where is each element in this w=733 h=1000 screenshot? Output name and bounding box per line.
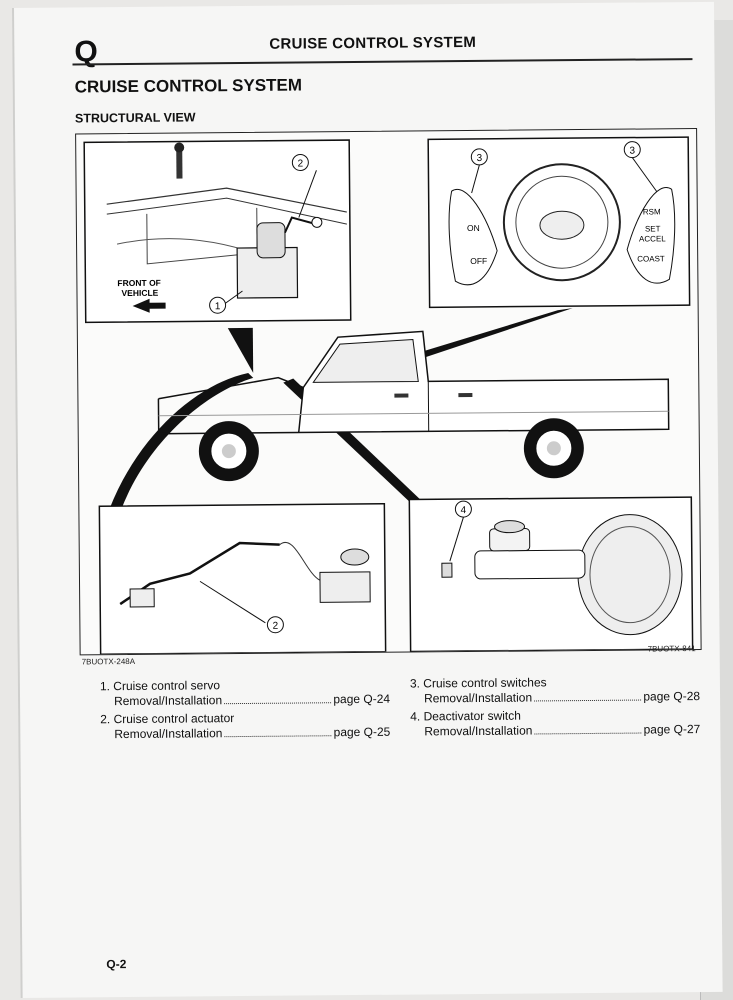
switch-inset: ON OFF RSM SET ACCEL COAST 3 3 [427, 136, 691, 309]
section-title: CRUISE CONTROL SYSTEM [74, 75, 303, 97]
svg-text:ACCEL: ACCEL [639, 234, 666, 243]
servo-inset: 2 1 FRONT OF VEHICLE [83, 139, 352, 324]
figure-code-left: 7BUOTX-248A [81, 656, 136, 667]
pickup-truck [157, 330, 670, 482]
svg-text:4: 4 [461, 505, 467, 516]
deactivator-inset: 4 [408, 496, 694, 653]
list-item: 3. Cruise control switches Removal/Insta… [409, 675, 701, 706]
list-item: 4. Deactivator switch Removal/Installati… [410, 708, 701, 739]
svg-text:2: 2 [298, 158, 304, 169]
list-item: 2. Cruise control actuator Removal/Insta… [100, 711, 391, 742]
svg-text:OFF: OFF [470, 256, 487, 266]
svg-text:ON: ON [467, 223, 480, 233]
structural-view-figure: 2 1 FRONT OF VEHICLE ON OFF RSM SET [75, 128, 702, 656]
actuator-pointer [109, 372, 254, 510]
page-number: Q-2 [106, 957, 127, 972]
svg-text:2: 2 [273, 621, 279, 632]
component-list: 1. Cruise control servo Removal/Installa… [100, 674, 710, 741]
svg-text:3: 3 [477, 153, 483, 164]
servo-pointer [227, 327, 254, 373]
structural-illustration: 2 1 FRONT OF VEHICLE ON OFF RSM SET [83, 136, 694, 656]
header-rule [72, 58, 693, 66]
manual-page: Q CRUISE CONTROL SYSTEM CRUISE CONTROL S… [12, 1, 723, 998]
actuator-inset: 2 [98, 503, 387, 656]
subsection-title: STRUCTURAL VIEW [74, 110, 196, 126]
svg-text:VEHICLE: VEHICLE [121, 288, 158, 298]
svg-text:SET: SET [645, 224, 661, 233]
list-item: 1. Cruise control servo Removal/Installa… [99, 678, 391, 709]
running-header-title: CRUISE CONTROL SYSTEM [269, 33, 477, 53]
svg-text:COAST: COAST [637, 254, 665, 263]
svg-text:RSM: RSM [643, 207, 661, 216]
svg-text:FRONT OF: FRONT OF [117, 278, 161, 288]
figure-code-right: 7BUOTX-841 [647, 644, 696, 654]
svg-text:1: 1 [215, 301, 221, 312]
svg-text:3: 3 [629, 146, 635, 157]
